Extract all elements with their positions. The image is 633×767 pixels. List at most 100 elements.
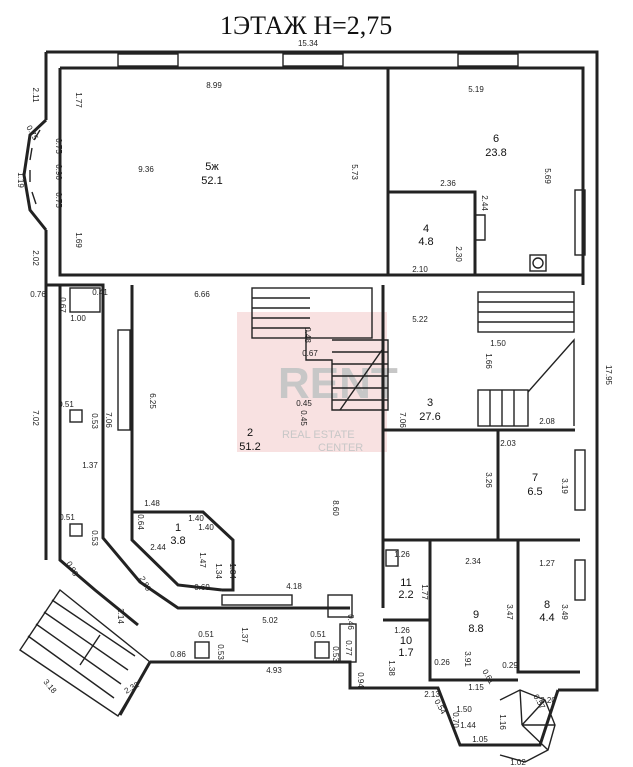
entrance-stairs <box>19 588 151 717</box>
room-9-number: 9 <box>473 609 479 621</box>
dimension-label: 0.67 <box>302 349 318 358</box>
room-4-number: 4 <box>423 223 429 235</box>
dimension-label: 5.19 <box>468 85 484 94</box>
dimension-label: 2.36 <box>440 179 456 188</box>
toilet-icon <box>385 549 399 567</box>
dimension-label: 1.05 <box>472 735 488 744</box>
watermark-line1: REAL ESTATE <box>282 429 355 441</box>
dimension-label: 0.51 <box>58 400 74 409</box>
room-6-area: 23.8 <box>485 147 506 159</box>
dimension-label: 3.18 <box>41 678 58 696</box>
dimension-label: 4.18 <box>286 582 302 591</box>
dimension-label: 3.26 <box>484 472 493 488</box>
dimension-label: 0.41 <box>92 288 108 297</box>
room-10-area: 1.7 <box>398 647 413 659</box>
dimension-label: 1.19 <box>16 172 25 188</box>
dimension-label: 0.96 <box>54 164 63 180</box>
boiler-circle-icon <box>532 257 544 269</box>
dimension-label: 2.13 <box>424 690 440 699</box>
room-1-number: 1 <box>175 522 181 534</box>
dimension-label: 1.69 <box>74 232 83 248</box>
dimension-label: 2.30 <box>454 246 463 262</box>
room-7-number: 7 <box>532 472 538 484</box>
dimension-label: 1.38 <box>387 660 396 676</box>
stair-right <box>477 291 575 427</box>
dimension-label: 4.93 <box>266 666 282 675</box>
dimension-label: 1.48 <box>144 499 160 508</box>
room-7-area: 6.5 <box>527 486 542 498</box>
dimension-label: 0.51 <box>198 630 214 639</box>
dimension-label: 3.19 <box>560 478 569 494</box>
room-5-area: 52.1 <box>201 175 222 187</box>
dimension-label: 2.10 <box>412 265 428 274</box>
room-5-number: 5ж <box>205 161 219 173</box>
dimension-label: 1.16 <box>498 714 507 730</box>
dimension-label: 1.40 <box>188 514 204 523</box>
dimension-label: 0.75 <box>54 192 63 208</box>
room-9-area: 8.8 <box>468 623 483 635</box>
dimension-label: 0.53 <box>90 530 99 546</box>
spiral-stair <box>499 689 556 763</box>
room-10-number: 10 <box>400 635 412 647</box>
dimension-label: 0.26 <box>434 658 450 667</box>
room-11-number: 11 <box>400 577 411 589</box>
dimension-label: 7.06 <box>104 412 113 428</box>
room-3-number: 3 <box>427 397 433 409</box>
dimension-label: 1.50 <box>456 705 472 714</box>
dimension-label: 0.45 <box>299 410 308 426</box>
dimension-label: 5.73 <box>350 164 359 180</box>
dimension-label: 0.77 <box>344 640 353 656</box>
dimension-label: 0.45 <box>296 399 312 408</box>
room-8-number: 8 <box>544 599 550 611</box>
dimension-label: 2.34 <box>465 557 481 566</box>
dimension-label: 1.37 <box>240 627 249 643</box>
room-6-number: 6 <box>493 133 499 145</box>
room-3-area: 27.6 <box>419 411 440 423</box>
plan-title: 1ЭТАЖ Н=2,75 <box>220 11 392 40</box>
dimension-label: 0.70 <box>451 712 460 728</box>
dimension-label: 0.76 <box>30 290 46 299</box>
dimension-label: 0.46 <box>346 614 355 630</box>
dimension-label: 6.25 <box>148 393 157 409</box>
watermark-background <box>237 312 387 452</box>
dimension-label: 0.48 <box>303 327 312 343</box>
dimension-label: 3.49 <box>560 604 569 620</box>
dimension-label: 3.91 <box>463 651 472 667</box>
room-8-area: 4.4 <box>539 612 554 624</box>
room-1-area: 3.8 <box>170 535 185 547</box>
room-labels: 5ж 52.1 6 23.8 4 4.8 2 51.2 3 27.6 7 6.5… <box>170 133 554 659</box>
dimension-label: 1.50 <box>490 339 506 348</box>
fixtures <box>69 214 547 663</box>
dimension-label: 8.99 <box>206 81 222 90</box>
dimension-label: 8.60 <box>331 500 340 516</box>
dimension-label: 1.40 <box>198 523 214 532</box>
dimension-label: 1.15 <box>468 683 484 692</box>
dimension-label: 3.47 <box>505 604 514 620</box>
dimension-label: 1.26 <box>394 550 410 559</box>
stair-left <box>251 287 389 411</box>
dimension-label: 0.86 <box>170 650 186 659</box>
dimension-label: 1.02 <box>510 758 526 767</box>
dimension-label: 7.06 <box>398 412 407 428</box>
dimension-label: 0.53 <box>331 646 340 662</box>
dimension-label: 2.44 <box>150 543 166 552</box>
dimension-label: 5.02 <box>262 616 278 625</box>
dimension-label: 5.22 <box>412 315 428 324</box>
dimension-label: 0.64 <box>136 514 145 530</box>
dimension-label: 0.53 <box>216 644 225 660</box>
dimension-label: 0.51 <box>59 513 75 522</box>
dimension-label: 1.47 <box>198 552 207 568</box>
dimension-label: 1.34 <box>228 563 237 579</box>
dimension-label: 6.66 <box>194 290 210 299</box>
dimension-label: 5.69 <box>543 168 552 184</box>
dimension-label: 0.51 <box>310 630 326 639</box>
windows <box>117 53 586 618</box>
dimension-label: 0.29 <box>502 661 518 670</box>
watermark-line2: CENTER <box>318 442 363 454</box>
dimension-label: 1.34 <box>214 563 223 579</box>
room-4-area: 4.8 <box>418 236 433 248</box>
dimension-label: 1.26 <box>394 626 410 635</box>
dimension-label: 9.36 <box>138 165 154 174</box>
dimension-label: 2.08 <box>539 417 555 426</box>
